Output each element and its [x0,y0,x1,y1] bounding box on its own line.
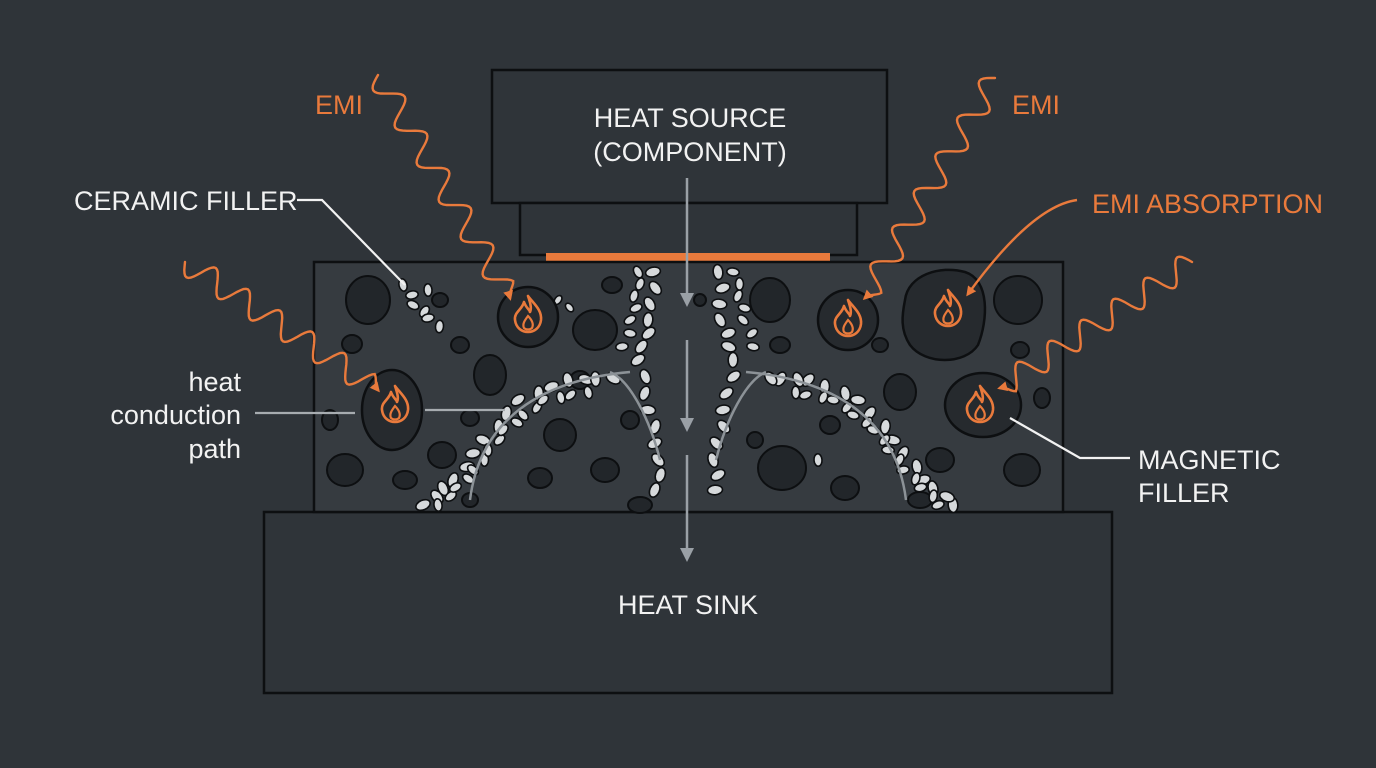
heat-source-title-line2: (COMPONENT) [593,137,786,167]
matrix-particles [321,275,1051,514]
emi-label-left: EMI [315,90,363,120]
heat-source-block [490,68,889,261]
heat-path-label-line2: conduction [110,400,241,430]
heat-source-title-line1: HEAT SOURCE [594,103,787,133]
ceramic-filler-label: CERAMIC FILLER [74,186,298,216]
emi-label-right: EMI [1012,90,1060,120]
heat-sink-label: HEAT SINK [618,590,758,620]
wave-icon [184,75,1192,391]
emi-absorption-pointer [966,198,1078,297]
heat-path-label-line1: heat [188,367,241,397]
heat-path-label-line3: path [188,434,241,464]
leader-lines [255,198,1130,460]
emi-absorption-label: EMI ABSORPTION [1092,189,1323,219]
magnetic-filler-label-line1: MAGNETIC [1138,445,1281,475]
heat-flow-curves [468,370,908,501]
magnetic-filler-label-line2: FILLER [1138,478,1230,508]
